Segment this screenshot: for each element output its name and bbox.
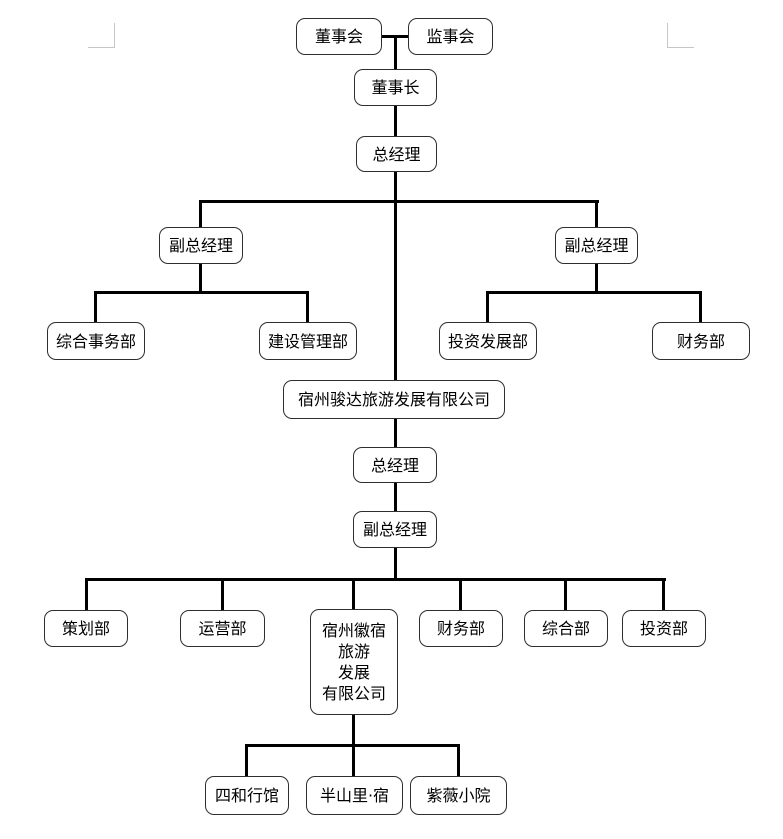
org-node-label: 总经理: [372, 144, 421, 164]
connector-line: [595, 263, 598, 293]
connector-line: [486, 291, 702, 294]
org-node-general-affairs-dept[interactable]: 综合事务部: [47, 322, 145, 360]
org-node-board[interactable]: 董事会: [296, 18, 382, 55]
connector-line: [564, 578, 567, 611]
org-node-general-dept[interactable]: 综合部: [524, 610, 608, 647]
org-node-general-manager-1[interactable]: 总经理: [356, 136, 437, 172]
org-node-junda-company[interactable]: 宿州骏达旅游发展有限公司: [283, 380, 505, 419]
connector-line: [394, 482, 397, 513]
org-node-label: 董事长: [371, 78, 420, 97]
org-node-label: 副总经理: [362, 520, 427, 539]
org-node-label: 投资部: [639, 619, 688, 638]
text-boundary-mark-top-left: [88, 23, 115, 48]
connector-line: [199, 200, 599, 203]
connector-line: [459, 578, 462, 611]
org-node-deputy-gm-2[interactable]: 副总经理: [353, 511, 437, 548]
connector-line: [394, 35, 397, 71]
connector-line: [662, 578, 665, 611]
org-node-label: 四和行馆: [214, 786, 279, 805]
org-node-label: 紫薇小院: [426, 786, 491, 805]
connector-line: [352, 744, 355, 777]
org-node-ziwei-courtyard[interactable]: 紫薇小院: [410, 776, 507, 815]
connector-line: [306, 291, 309, 323]
connector-line: [352, 578, 355, 610]
connector-line: [486, 291, 489, 323]
connector-line: [199, 263, 202, 293]
org-node-investment-dept[interactable]: 投资部: [622, 610, 706, 647]
org-node-planning-dept[interactable]: 策划部: [44, 610, 128, 647]
org-node-label: 监事会: [426, 27, 475, 46]
org-node-huisu-company[interactable]: 宿州徽宿 旅游 发展 有限公司: [310, 609, 398, 715]
org-node-label: 董事会: [314, 27, 363, 46]
org-node-finance-dept-2[interactable]: 财务部: [419, 610, 503, 647]
org-node-label: 宿州徽宿 旅游 发展 有限公司: [321, 621, 386, 703]
connector-line: [245, 744, 248, 777]
org-node-label: 副总经理: [564, 236, 629, 255]
connector-line: [352, 714, 355, 746]
connector-line: [394, 105, 397, 138]
org-node-label: 财务部: [436, 619, 485, 638]
connector-line: [94, 291, 97, 323]
org-node-label: 建设管理部: [267, 331, 348, 351]
org-node-sihe-guesthouse[interactable]: 四和行馆: [205, 776, 289, 815]
org-node-label: 财务部: [676, 331, 725, 351]
org-node-investment-dev-dept[interactable]: 投资发展部: [439, 322, 537, 360]
connector-line: [221, 578, 224, 611]
org-node-general-manager-2[interactable]: 总经理: [353, 447, 437, 483]
org-node-label: 副总经理: [168, 236, 233, 255]
connector-line: [199, 200, 202, 229]
org-node-label: 半山里·宿: [319, 786, 390, 805]
org-node-supervisory-board[interactable]: 监事会: [408, 18, 493, 55]
connector-line: [394, 418, 397, 449]
text-boundary-mark-top-right: [667, 23, 694, 48]
org-node-deputy-gm-right[interactable]: 副总经理: [555, 227, 638, 264]
connector-line: [394, 172, 397, 382]
org-node-banshanli-su[interactable]: 半山里·宿: [306, 776, 403, 815]
connector-line: [85, 578, 88, 611]
connector-line: [85, 578, 666, 581]
org-node-label: 策划部: [61, 619, 110, 638]
org-node-label: 综合部: [541, 619, 590, 638]
org-node-label: 运营部: [198, 619, 247, 638]
org-node-construction-mgmt-dept[interactable]: 建设管理部: [259, 322, 357, 360]
connector-line: [94, 291, 309, 294]
org-node-label: 总经理: [370, 455, 419, 475]
org-node-operations-dept[interactable]: 运营部: [180, 610, 265, 647]
org-node-label: 综合事务部: [55, 331, 136, 351]
connector-line: [595, 200, 598, 229]
org-node-chairman[interactable]: 董事长: [354, 69, 437, 106]
connector-line: [457, 744, 460, 777]
connector-line: [394, 547, 397, 580]
org-node-label: 宿州骏达旅游发展有限公司: [297, 390, 490, 409]
org-node-label: 投资发展部: [447, 331, 528, 351]
connector-line: [699, 291, 702, 323]
org-node-finance-dept-1[interactable]: 财务部: [652, 322, 750, 360]
org-node-deputy-gm-left[interactable]: 副总经理: [159, 227, 243, 264]
